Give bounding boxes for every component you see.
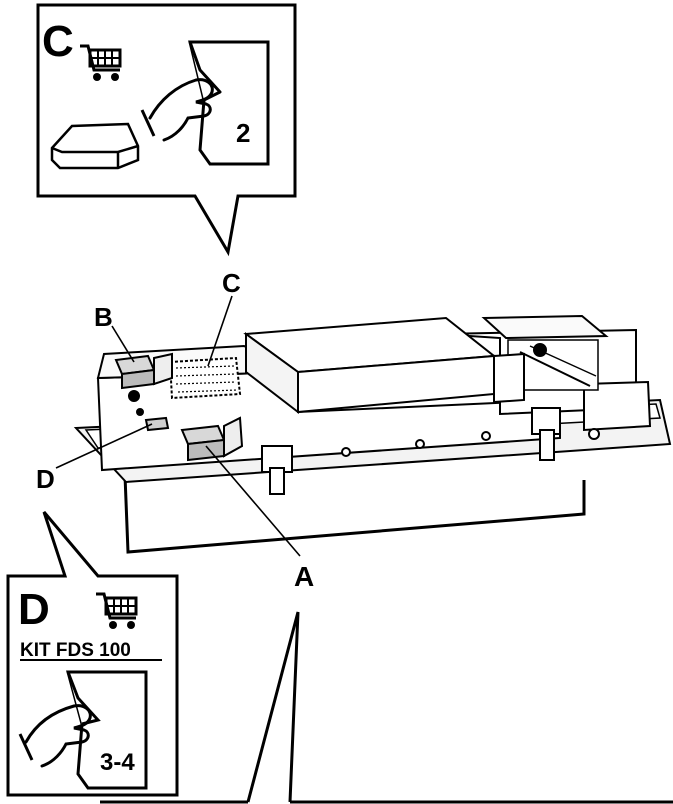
vent-panel	[168, 356, 242, 400]
box-icon	[50, 122, 140, 170]
callout-c: C 2	[36, 3, 297, 257]
hand-page-icon: 2	[140, 40, 270, 166]
filter-block-b	[114, 352, 173, 390]
leader-a	[205, 445, 301, 557]
leader-b	[111, 325, 135, 363]
callout-a-bubble	[100, 611, 673, 804]
label-d: D	[36, 464, 55, 494]
leader-c	[207, 295, 233, 367]
callout-c-letter: C	[42, 17, 74, 66]
leader-lines	[55, 295, 301, 557]
hinge-left	[261, 445, 293, 495]
machine-stand	[122, 449, 586, 554]
callout-d-kit-name: KIT FDS 100	[20, 640, 131, 661]
plate-d	[144, 416, 170, 432]
callout-d: D KIT FDS 100 3-4	[6, 511, 179, 797]
cart-icon	[80, 44, 122, 81]
label-c: C	[222, 268, 241, 298]
callout-c-page-ref: 2	[236, 118, 250, 148]
label-b: B	[94, 302, 113, 332]
machine-illustration	[73, 314, 672, 554]
callout-d-page-ref: 3-4	[100, 749, 135, 776]
label-a: A	[294, 561, 314, 592]
filter-block-a	[180, 416, 244, 462]
hinge-right	[531, 407, 561, 461]
cart-icon	[96, 592, 138, 629]
hand-page-icon: 3-4	[18, 670, 148, 790]
callout-d-letter: D	[18, 585, 50, 634]
leader-d	[55, 423, 153, 469]
